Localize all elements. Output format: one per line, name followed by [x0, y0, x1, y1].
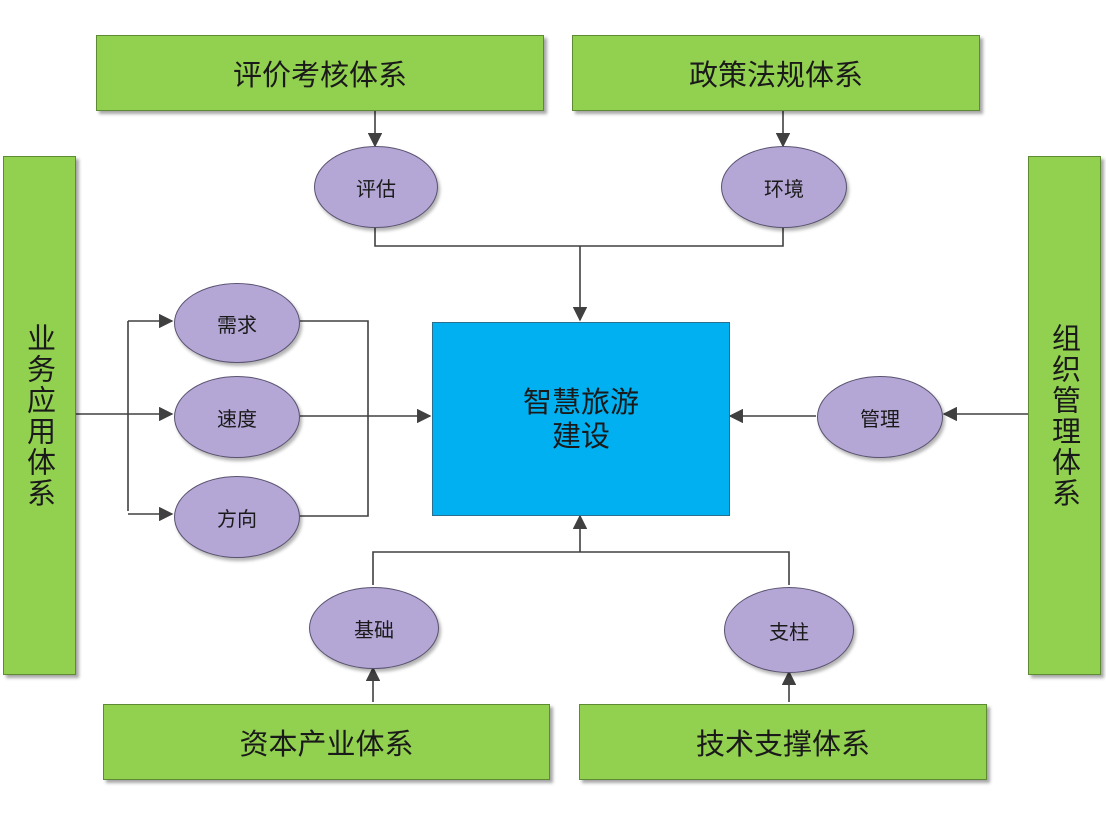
organization-system-box: 组织管理体系	[1028, 156, 1101, 675]
demand-node: 需求	[174, 283, 300, 363]
pillar-label: 支柱	[769, 619, 809, 644]
capital-system-label: 资本产业体系	[239, 727, 414, 761]
tech-system-box: 技术支撑体系	[579, 704, 987, 780]
speed-label: 速度	[217, 406, 257, 431]
foundation-label: 基础	[354, 617, 394, 642]
environment-label: 环境	[764, 176, 804, 201]
assess-node: 评估	[314, 146, 438, 228]
capital-system-box: 资本产业体系	[103, 704, 550, 780]
assess-label: 评估	[356, 176, 396, 201]
speed-node: 速度	[174, 376, 300, 458]
tech-system-label: 技术支撑体系	[695, 727, 870, 761]
direction-node: 方向	[174, 476, 300, 558]
environment-node: 环境	[721, 146, 847, 228]
pillar-node: 支柱	[724, 587, 854, 673]
management-node: 管理	[817, 376, 943, 458]
evaluation-system-label: 评价考核体系	[232, 58, 407, 92]
evaluation-system-box: 评价考核体系	[96, 35, 544, 111]
organization-system-label: 组织管理体系	[1047, 322, 1082, 509]
management-label: 管理	[860, 406, 900, 431]
direction-label: 方向	[217, 506, 257, 531]
policy-system-box: 政策法规体系	[572, 35, 980, 111]
business-system-label: 业务应用体系	[22, 322, 57, 509]
foundation-node: 基础	[309, 587, 439, 669]
policy-system-label: 政策法规体系	[688, 58, 863, 92]
center-title-line1: 智慧旅游	[522, 385, 639, 419]
center-title-line2: 建设	[551, 419, 610, 453]
demand-label: 需求	[217, 312, 257, 337]
business-system-box: 业务应用体系	[3, 156, 76, 675]
smart-tourism-center: 智慧旅游 建设	[432, 322, 730, 516]
